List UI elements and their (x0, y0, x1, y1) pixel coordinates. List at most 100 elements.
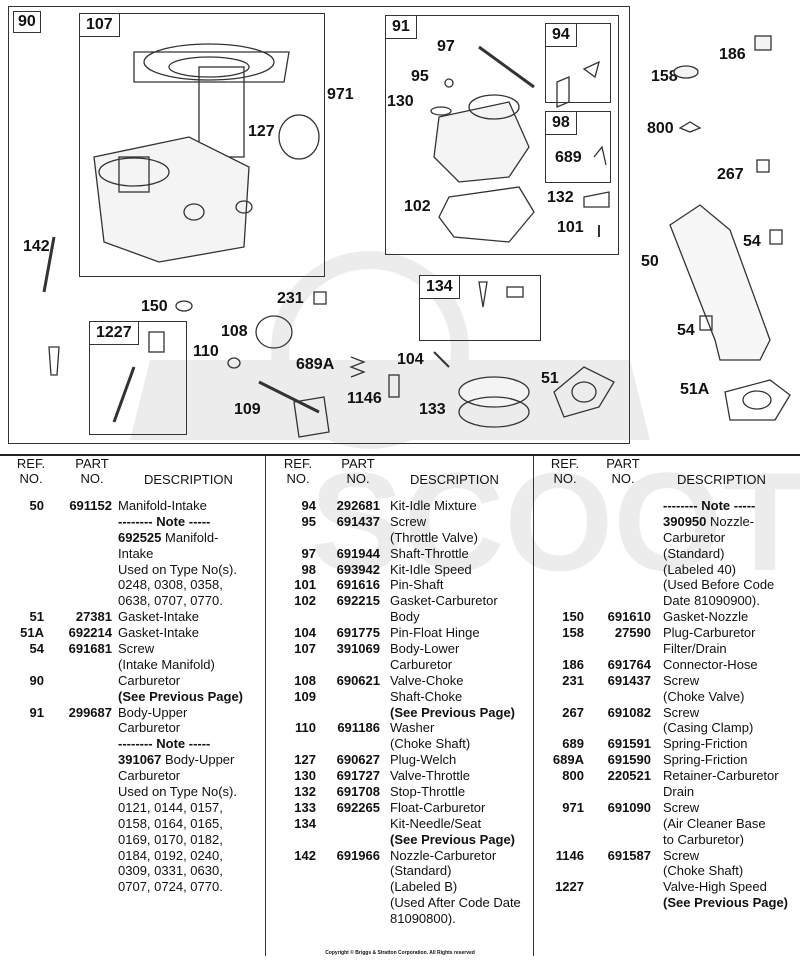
legend-row: (Air Cleaner Base (534, 816, 800, 832)
label-1146: 1146 (347, 390, 382, 407)
description: Filter/Drain (663, 641, 727, 657)
watermark-logo: SCOOTER (130, 251, 800, 600)
legend-row: 0309, 0331, 0630, (0, 863, 265, 879)
ref-no: 132 (294, 784, 316, 800)
part-no: 391069 (336, 641, 380, 657)
part-no: 691775 (336, 625, 380, 641)
part-no: 691090 (607, 799, 651, 815)
part-no: 691437 (607, 672, 651, 688)
description: Valve-Throttle (390, 768, 470, 784)
label-90: 90 (13, 11, 41, 33)
legend-row: Body (266, 609, 533, 625)
legend-row: -------- Note ----- (0, 514, 265, 530)
ref-no: 127 (294, 752, 316, 768)
description: Retainer-Carburetor (663, 768, 779, 784)
description: Carburetor (118, 768, 181, 784)
ref-no: 94 (301, 498, 316, 513)
legend-row: (Choke Valve) (534, 689, 800, 705)
header-ref: REF. NO. (550, 456, 580, 486)
description: (Intake Manifold) (118, 656, 215, 672)
label-1227: 1227 (90, 322, 139, 345)
label-130: 130 (387, 93, 414, 110)
legend-row: 689A 691590 Spring-Friction (534, 752, 800, 768)
ref-no: 109 (294, 688, 316, 704)
part-no: 292681 (336, 498, 380, 513)
ref-no: 150 (562, 609, 584, 625)
description: (Choke Shaft) (663, 863, 744, 879)
legend-row: (Choke Shaft) (534, 863, 800, 879)
ref-no: 108 (294, 672, 316, 688)
description: to Carburetor) (663, 831, 744, 847)
label-108: 108 (221, 323, 248, 340)
description: Screw (663, 799, 700, 815)
part-no: 693942 (336, 561, 380, 577)
description: Intake (118, 545, 154, 561)
part-no: 691590 (607, 752, 651, 768)
label-54-bottom: 54 (677, 322, 695, 339)
ref-no: 97 (301, 545, 316, 561)
group-98: 98 (545, 111, 611, 183)
header-desc: DESCRIPTION (677, 472, 766, 487)
description: Screw (663, 704, 700, 720)
legend-row: 0121, 0144, 0157, (0, 800, 265, 816)
label-132: 132 (547, 189, 574, 206)
label-91: 91 (386, 16, 417, 39)
description: Drain (663, 784, 695, 800)
description: Spring-Friction (663, 752, 748, 768)
legend-row: Carburetor (266, 657, 533, 673)
description: Carburetor (663, 529, 726, 545)
label-51A: 51A (680, 381, 710, 398)
legend-row: (Used Before Code (534, 577, 800, 593)
label-107: 107 (80, 14, 120, 37)
part-no: 690627 (336, 752, 380, 768)
note-part-number: 390950 (663, 513, 707, 529)
part-no: 691152 (69, 498, 112, 513)
ref-no: 689A (552, 752, 584, 768)
description: Body (390, 609, 420, 625)
description: Screw (663, 672, 700, 688)
ref-no: 1146 (555, 847, 584, 863)
description: (Labeled B) (390, 879, 458, 895)
description: (See Previous Page) (118, 688, 243, 704)
description: Pin-Float Hinge (390, 625, 480, 641)
description: Used on Type No(s). (118, 561, 237, 577)
part-no: 691727 (336, 768, 380, 784)
label-127: 127 (248, 123, 275, 140)
legend-row: 81090800). (266, 911, 533, 927)
description: (Standard) (390, 863, 452, 879)
part-no: 691587 (607, 847, 651, 863)
description: -------- Note ----- (663, 498, 756, 513)
header-ref: REF. NO. (283, 456, 313, 486)
ref-no: 98 (301, 561, 316, 577)
description: (Used After Code Date (390, 895, 521, 911)
label-158: 158 (651, 68, 678, 85)
description: 0184, 0192, 0240, (118, 847, 223, 863)
label-150: 150 (141, 298, 168, 315)
legend-row: 0248, 0308, 0358, (0, 577, 265, 593)
ref-no: 110 (295, 720, 316, 736)
label-689: 689 (555, 149, 582, 166)
legend-row: Carburetor (0, 720, 265, 736)
legend-column-3: -------- Note -----390950 Nozzle-Carbure… (534, 498, 800, 911)
description: (Used Before Code (663, 577, 775, 593)
part-no: 692215 (336, 593, 380, 609)
description: 81090800). (390, 911, 456, 927)
description: Screw (390, 513, 427, 529)
description: (Choke Shaft) (390, 736, 471, 752)
legend-row: (Used After Code Date (266, 895, 533, 911)
description: (Casing Clamp) (663, 720, 754, 736)
part-no: 691616 (336, 577, 380, 593)
description: 0121, 0144, 0157, (118, 799, 223, 815)
legend-row: Intake (0, 546, 265, 562)
description: Kit-Needle/Seat (390, 815, 482, 831)
legend-row: (Standard) (266, 863, 533, 879)
